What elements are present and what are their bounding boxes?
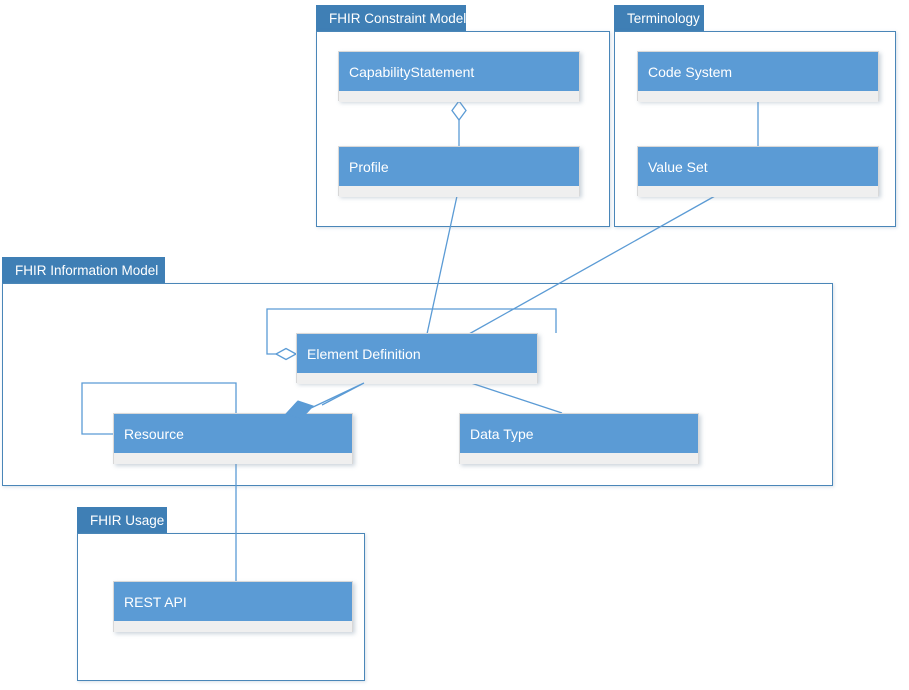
class-title-value-set: Value Set [638,147,878,186]
class-resource[interactable]: Resource [113,413,353,464]
package-body-terminology [614,31,896,227]
class-capability-statement[interactable]: CapabilityStatement [338,51,580,102]
package-body-fhir-information-model [2,283,833,486]
class-compartment-value-set [638,186,878,197]
package-fhir-constraint-model[interactable]: FHIR Constraint Model [316,5,610,227]
class-title-data-type: Data Type [460,414,698,453]
package-terminology[interactable]: Terminology [614,5,896,227]
class-compartment-capability-statement [339,91,579,102]
class-compartment-resource [114,453,352,464]
package-tab-label-terminology: Terminology [614,5,704,31]
class-title-element-definition: Element Definition [297,334,537,373]
package-tab-label-fhir-usage: FHIR Usage [77,507,167,533]
package-fhir-information-model[interactable]: FHIR Information Model [2,257,833,486]
class-title-profile: Profile [339,147,579,186]
class-compartment-data-type [460,453,698,464]
package-body-fhir-constraint-model [316,31,610,227]
class-profile[interactable]: Profile [338,146,580,197]
class-title-capability-statement: CapabilityStatement [339,52,579,91]
class-rest-api[interactable]: REST API [113,581,353,632]
class-title-resource: Resource [114,414,352,453]
class-title-rest-api: REST API [114,582,352,621]
class-data-type[interactable]: Data Type [459,413,699,464]
class-value-set[interactable]: Value Set [637,146,879,197]
package-tab-label-fhir-information-model: FHIR Information Model [2,257,165,283]
class-compartment-code-system [638,91,878,102]
class-compartment-profile [339,186,579,197]
class-compartment-rest-api [114,621,352,632]
class-element-definition[interactable]: Element Definition [296,333,538,384]
package-body-fhir-usage [77,533,365,681]
class-title-code-system: Code System [638,52,878,91]
package-tab-label-fhir-constraint-model: FHIR Constraint Model [316,5,466,31]
class-compartment-element-definition [297,373,537,384]
class-code-system[interactable]: Code System [637,51,879,102]
package-fhir-usage[interactable]: FHIR Usage [77,507,365,681]
